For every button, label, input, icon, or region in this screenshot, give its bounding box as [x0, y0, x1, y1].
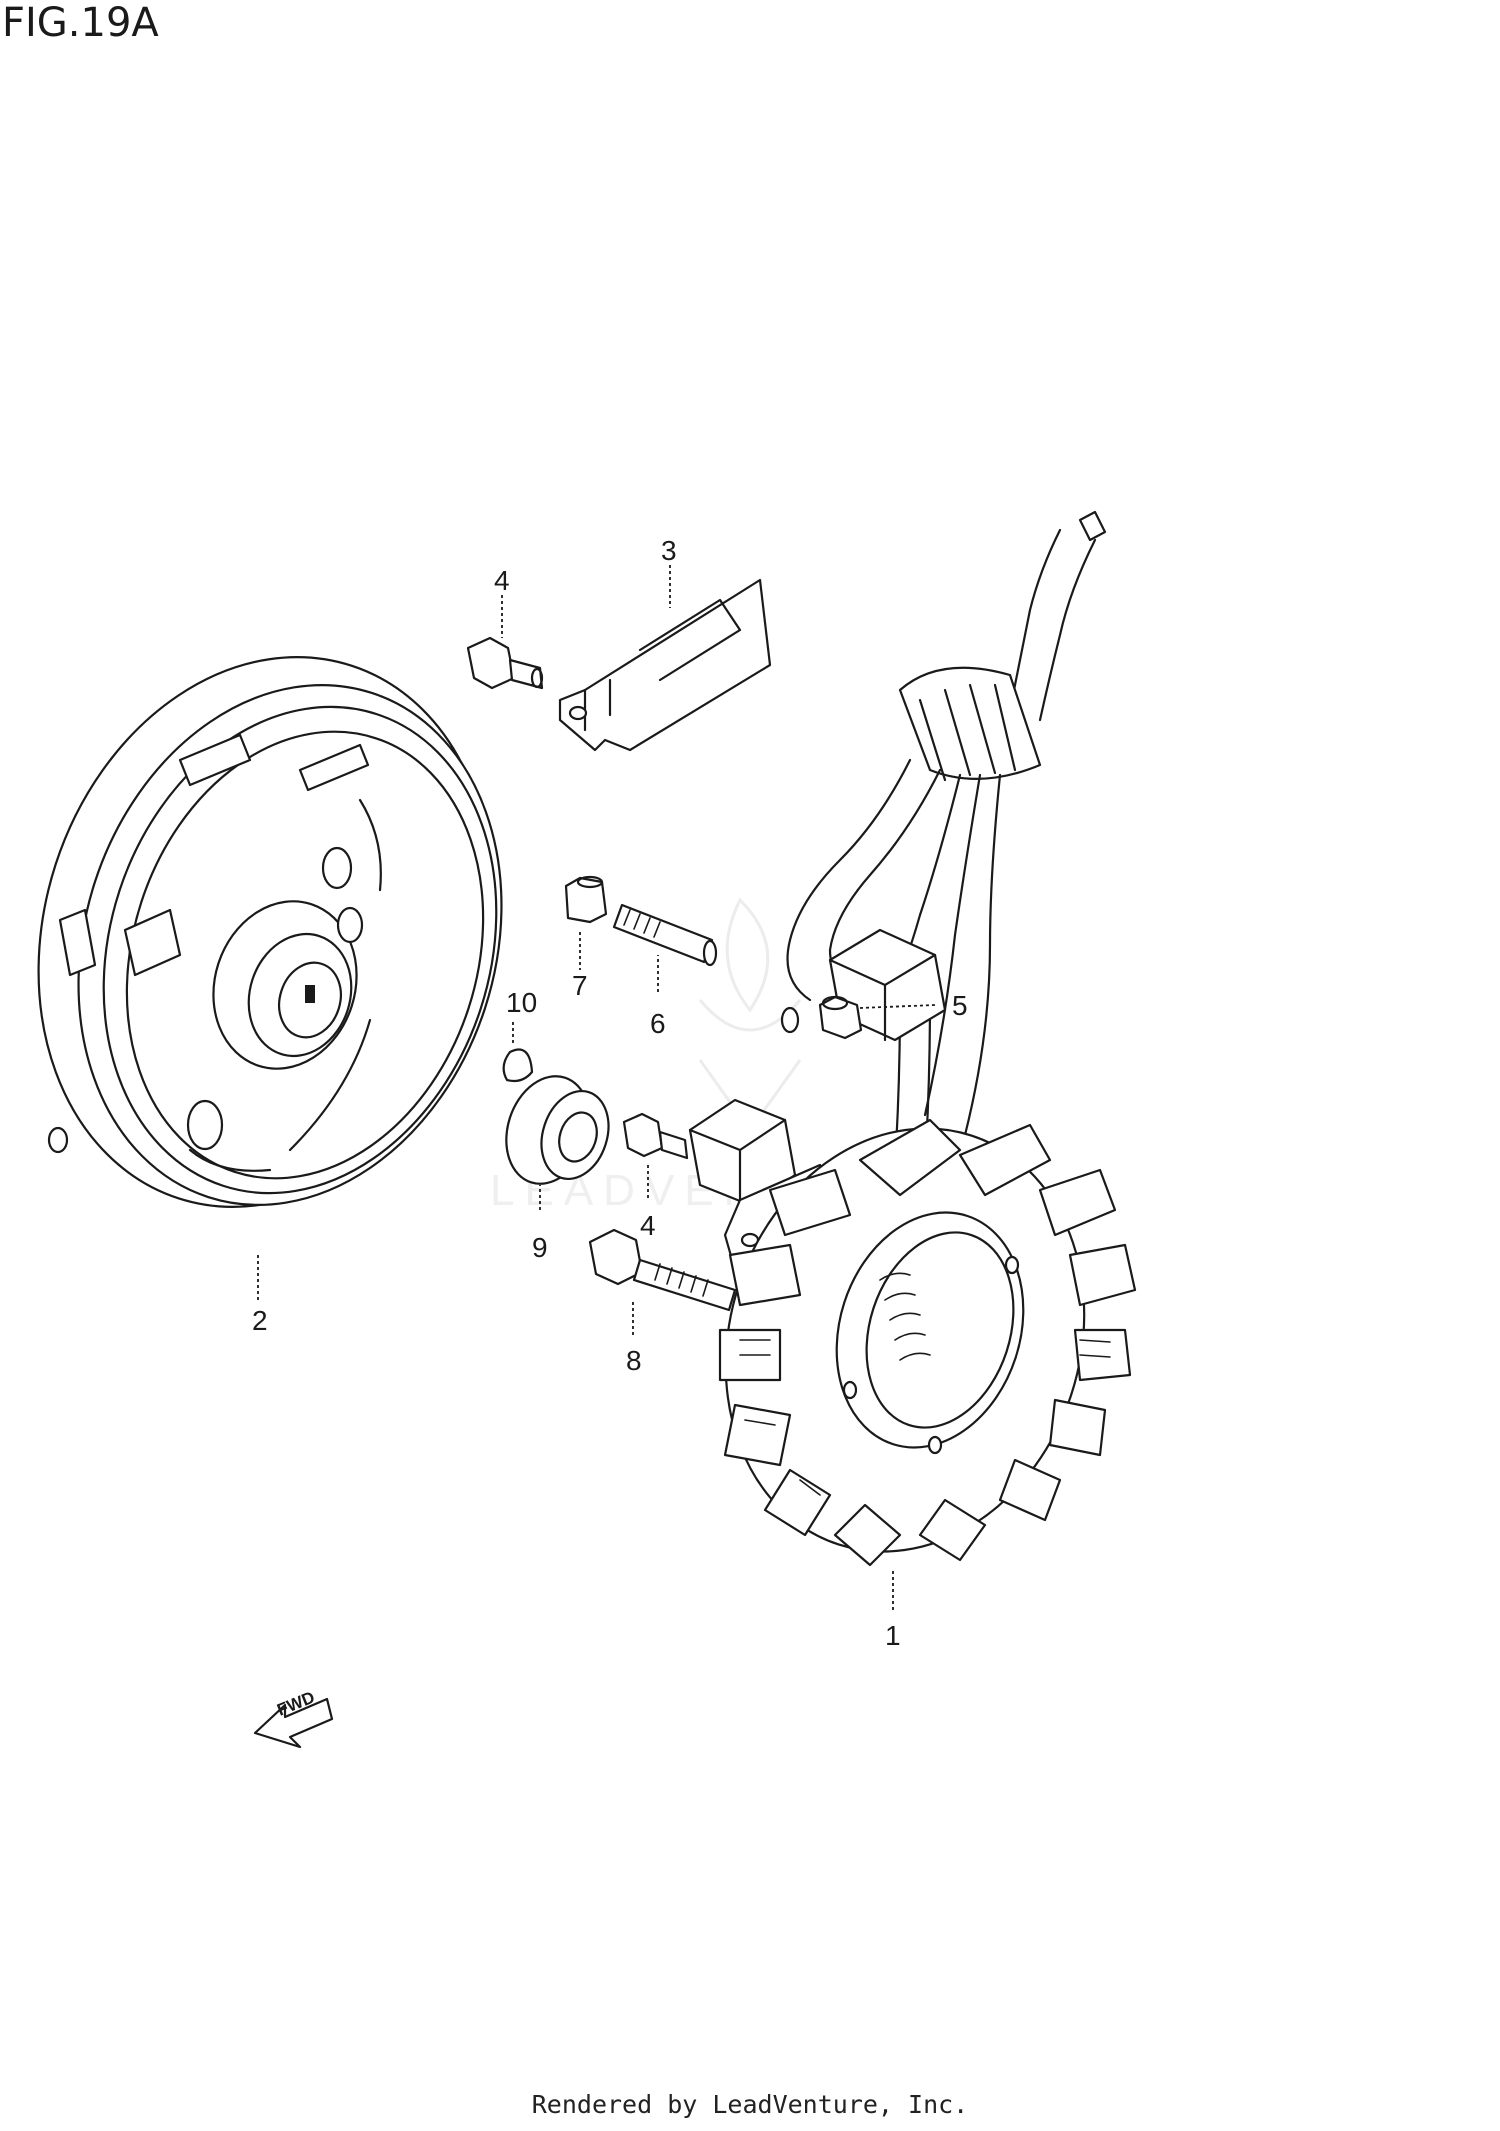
part-4b-callout: 4 — [640, 1210, 656, 1241]
part-10-callout: 10 — [506, 987, 537, 1018]
wire-clamp-bracket[interactable] — [558, 578, 772, 752]
part-1-callout: 1 — [885, 1620, 901, 1651]
part-9-callout: 9 — [532, 1232, 548, 1263]
part-3-callout: 3 — [661, 535, 677, 566]
stator-assembly[interactable] — [672, 510, 1138, 1599]
stator-mounting-bolt[interactable] — [588, 1228, 737, 1312]
rotor-flywheel[interactable] — [0, 598, 567, 1267]
part-5-callout: 5 — [952, 990, 968, 1021]
leader-lines — [257, 565, 936, 1610]
lower-bolt[interactable] — [622, 1112, 689, 1160]
woodruff-key[interactable] — [502, 1048, 534, 1083]
collar[interactable] — [564, 875, 608, 924]
part-2-callout: 2 — [252, 1305, 268, 1336]
part-4a-callout: 4 — [494, 565, 510, 596]
forward-direction-arrow — [253, 1697, 334, 1749]
upper-bolt[interactable] — [466, 636, 544, 690]
part-7-callout: 7 — [572, 970, 588, 1001]
starter-driven-gear[interactable] — [493, 1065, 619, 1194]
part-8-callout: 8 — [626, 1345, 642, 1376]
footer-credit: Rendered by LeadVenture, Inc. — [531, 2090, 969, 2119]
stud-bolt[interactable] — [612, 903, 718, 967]
part-6-callout: 6 — [650, 1008, 666, 1039]
figure-title: FIG.19A — [2, 0, 159, 46]
callout-labels: 4 3 10 7 6 5 4 9 8 2 1 FWD — [252, 535, 968, 1720]
